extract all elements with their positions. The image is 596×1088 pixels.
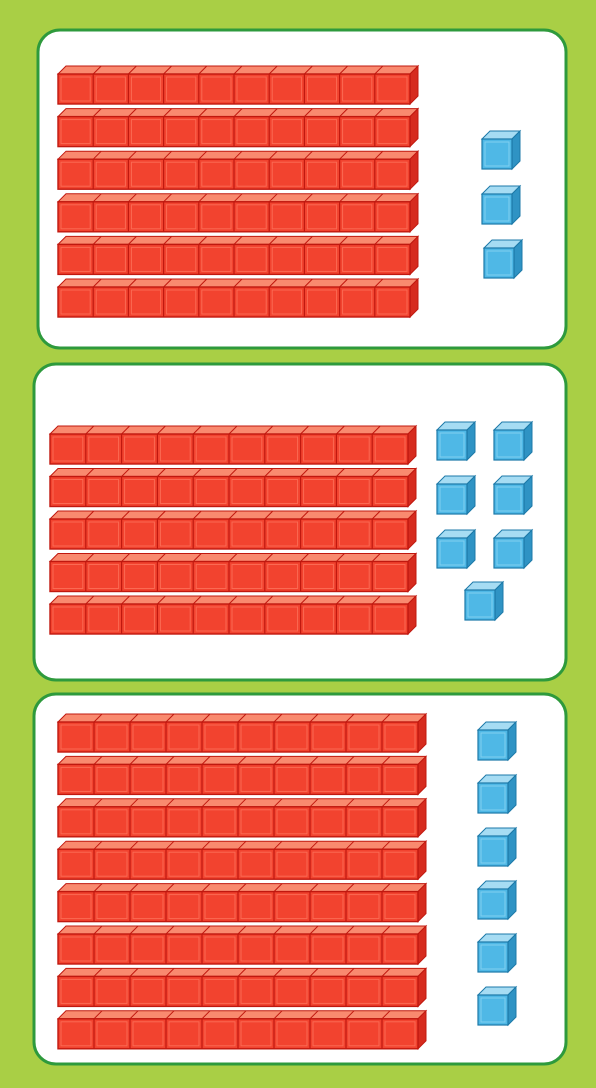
unit-cube [437, 422, 475, 460]
unit-cube [482, 131, 520, 169]
tens-rod [58, 714, 426, 752]
unit-cube [478, 881, 516, 919]
tens-rod [58, 109, 418, 147]
tens-rod [50, 511, 416, 549]
tens-rod [58, 926, 426, 964]
tens-rod [58, 279, 418, 317]
tens-rod [58, 968, 426, 1006]
tens-rods-group [50, 426, 416, 634]
unit-cube [437, 530, 475, 568]
tens-rod [58, 841, 426, 879]
unit-cube [494, 422, 532, 460]
tens-rod [58, 151, 418, 189]
tens-rod [58, 756, 426, 794]
tens-rod [50, 596, 416, 634]
panel-1 [38, 30, 566, 348]
unit-cube [437, 476, 475, 514]
tens-rod [50, 469, 416, 507]
tens-rod [50, 554, 416, 592]
unit-cube [484, 240, 522, 278]
panel-2 [34, 364, 566, 680]
tens-rod [58, 236, 418, 274]
unit-cubes-group [482, 131, 522, 278]
tens-rod [58, 884, 426, 922]
panel-3 [34, 694, 566, 1064]
tens-rod [50, 426, 416, 464]
unit-cube [494, 476, 532, 514]
unit-cube [482, 186, 520, 224]
tens-rod [58, 799, 426, 837]
tens-rod [58, 194, 418, 232]
unit-cube [478, 828, 516, 866]
tens-rod [58, 66, 418, 104]
unit-cube [478, 722, 516, 760]
unit-cube [494, 530, 532, 568]
unit-cube [478, 987, 516, 1025]
unit-cube [478, 934, 516, 972]
unit-cube [478, 775, 516, 813]
unit-cube [465, 582, 503, 620]
tens-rod [58, 1011, 426, 1049]
